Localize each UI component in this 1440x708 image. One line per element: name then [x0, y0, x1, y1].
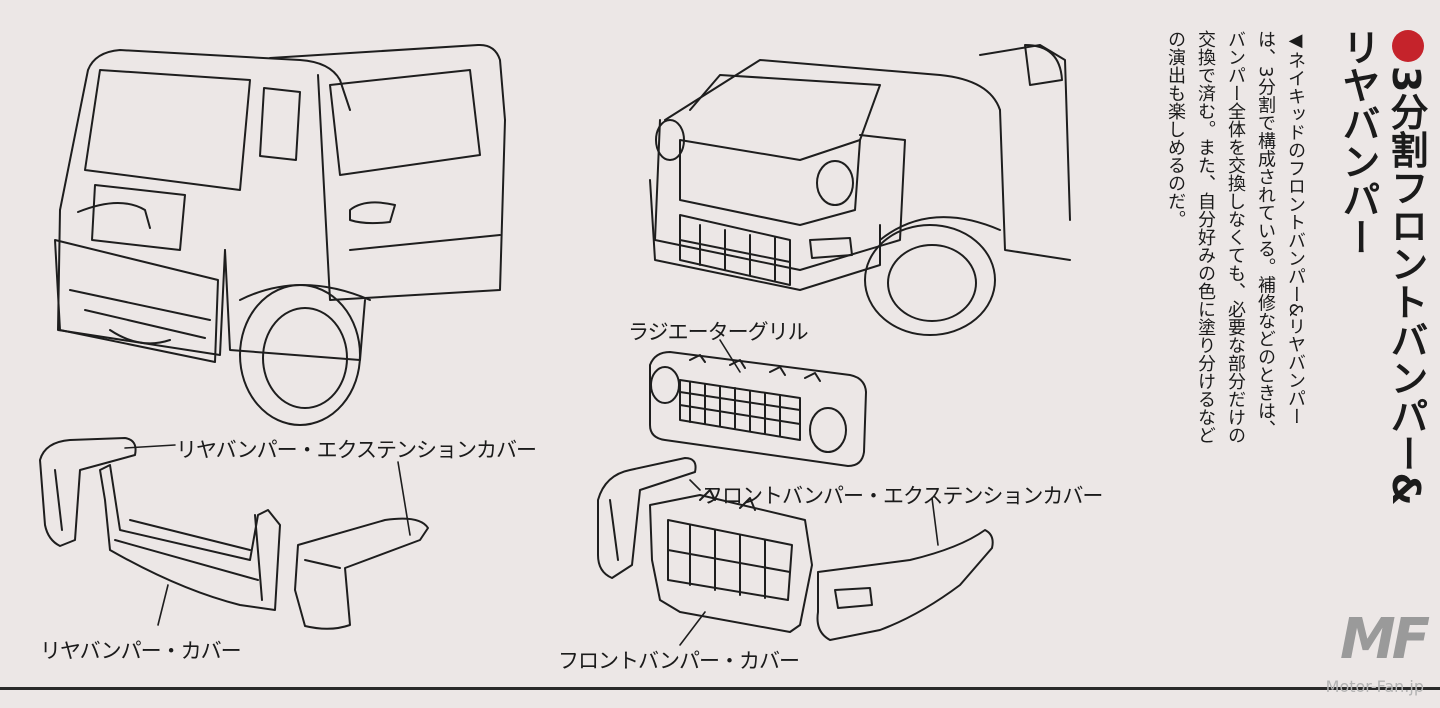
section-bullet: [1392, 30, 1424, 62]
description-line2: は、3分割で構成されている。補修などのときは、: [1255, 30, 1276, 438]
bottom-rule: [0, 687, 1440, 690]
front-vehicle-drawing: [649, 44, 1071, 336]
label-rear-bumper-cover: リヤバンパー・カバー: [40, 639, 242, 663]
label-front-bumper-extension-cover: フロントバンパー・エクステンションカバー: [702, 484, 1103, 508]
label-rear-bumper-extension-cover: リヤバンパー・エクステンションカバー: [176, 438, 537, 462]
section-title-line1: 3分割フロントバンパー&: [1384, 66, 1428, 506]
watermark-site: Motor-Fan.jp: [1325, 677, 1424, 696]
section-title-line2: リヤバンパー: [1336, 28, 1380, 256]
radiator-grille-drawing: [649, 351, 867, 467]
label-front-bumper-cover: フロントバンパー・カバー: [558, 649, 800, 673]
rear-vehicle-drawing: [54, 43, 506, 426]
watermark-logo: MF: [1340, 607, 1430, 672]
label-radiator-grille: ラジエーターグリル: [628, 320, 809, 344]
leader-lines: [124, 339, 939, 646]
description-line3: バンパー全体を交換しなくても、必要な部分だけの: [1225, 30, 1246, 444]
rear-bumper-parts-drawing: [39, 437, 429, 630]
description-line5: の演出も楽しめるのだ。: [1165, 30, 1186, 228]
description-line4: 交換で済む。また、自分好みの色に塗り分けるなど: [1195, 30, 1216, 444]
description-line1: ◀ネイキッドのフロントバンパー&リヤバンパー: [1285, 30, 1306, 426]
front-bumper-parts-drawing: [597, 457, 994, 641]
